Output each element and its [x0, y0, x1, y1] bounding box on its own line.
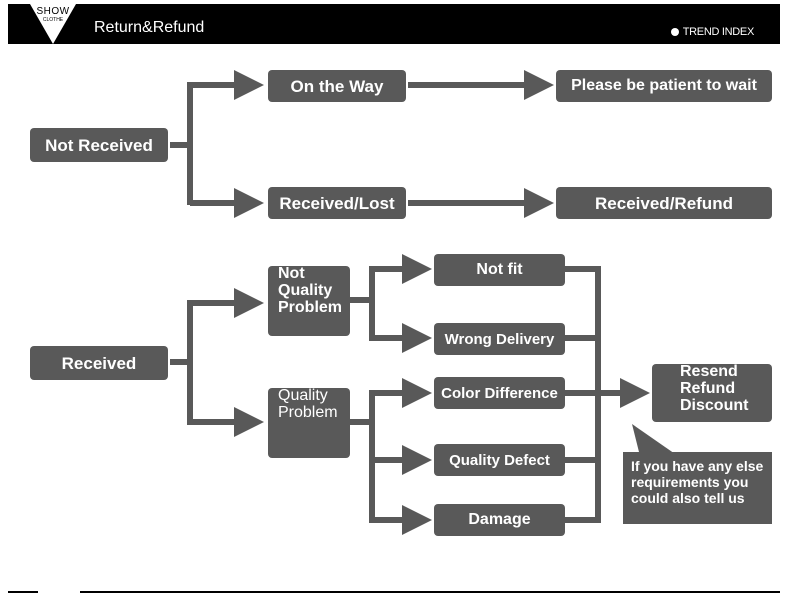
box-damage: Damage	[434, 504, 565, 536]
box-not-fit: Not fit	[434, 254, 565, 286]
note-callout: If you have any else requirements you co…	[623, 452, 772, 524]
footer-rule-left	[8, 591, 38, 593]
box-not-received: Not Received	[30, 128, 168, 162]
box-not-quality-problem: Not Quality Problem	[268, 265, 350, 336]
brand-label: TREND INDEX	[670, 26, 755, 38]
box-color-difference: Color Difference	[434, 377, 565, 409]
quality-line-2: Problem	[278, 403, 338, 421]
logo-text-clothe: CLOTHE	[42, 17, 64, 23]
box-received: Received	[30, 346, 168, 380]
quality-line-1: Quality	[278, 387, 328, 404]
not-quality-line-3: Problem	[278, 298, 343, 316]
page-title: Return&Refund	[94, 19, 205, 36]
logo-text-show: SHOW	[36, 6, 70, 17]
box-quality-problem: Quality Problem	[268, 387, 350, 458]
brand-icon	[670, 28, 679, 36]
box-wrong-delivery: Wrong Delivery	[434, 323, 565, 355]
outcome-discount: Discount	[680, 396, 749, 414]
footer-rule	[80, 591, 780, 593]
box-received-lost: Received/Lost	[268, 187, 406, 219]
box-outcome: Resend Refund Discount	[652, 363, 772, 422]
note-line-1: If you have any else	[631, 458, 764, 474]
note-line-3: could also tell us	[631, 490, 745, 507]
box-on-the-way: On the Way	[268, 70, 406, 102]
not-quality-line-1: Not	[278, 265, 305, 282]
logo: SHOW CLOTHE	[30, 4, 76, 44]
logo-shape	[30, 4, 76, 44]
outcome-refund: Refund	[680, 379, 736, 397]
header-bar: Return&Refund TREND INDEX	[8, 4, 780, 44]
box-quality-defect: Quality Defect	[434, 444, 565, 476]
not-quality-line-2: Quality	[278, 281, 333, 299]
outcome-resend: Resend	[680, 363, 738, 380]
box-received-refund: Received/Refund	[556, 187, 772, 219]
brand-text: TREND INDEX	[682, 26, 755, 38]
box-please-wait: Please be patient to wait	[556, 70, 772, 102]
note-callout-pointer	[632, 424, 678, 456]
note-line-2: requirements you	[631, 474, 749, 491]
